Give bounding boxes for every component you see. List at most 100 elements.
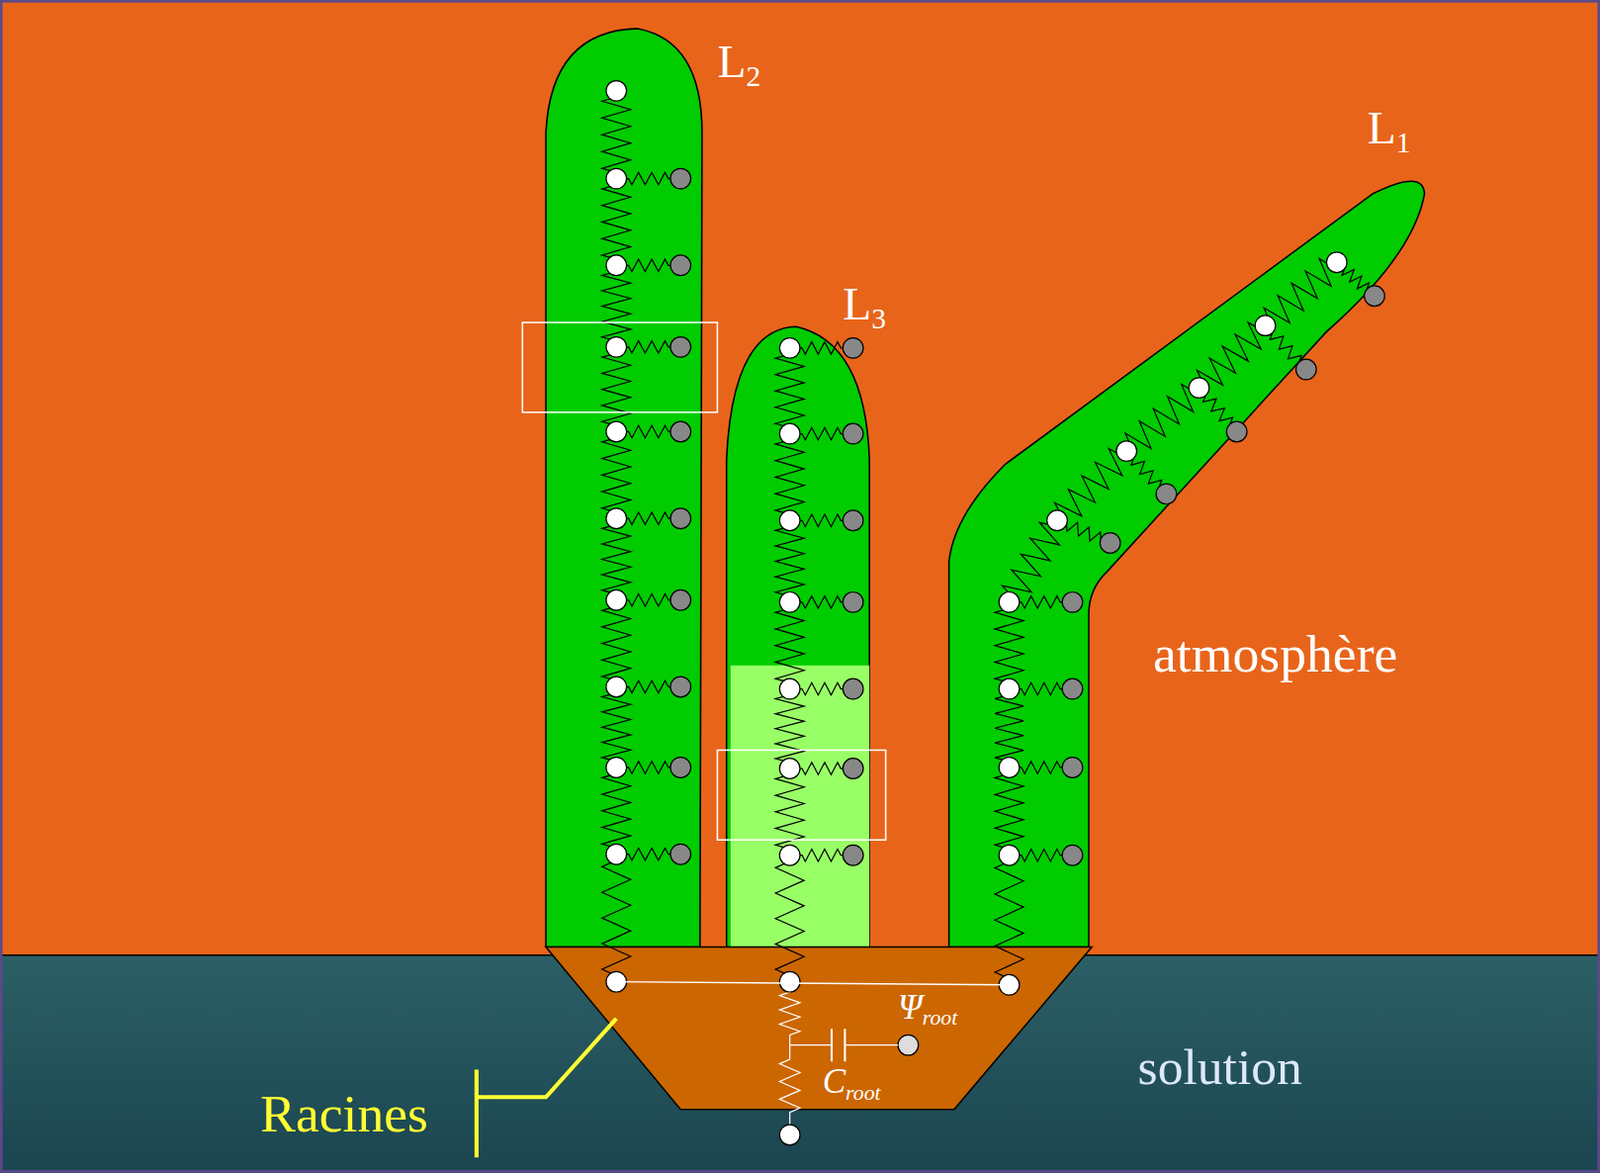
resistor-symbol [779, 1045, 800, 1128]
node-dot [606, 337, 627, 358]
node-dot [670, 421, 692, 443]
resistor-symbol [602, 686, 631, 768]
node-dot [998, 591, 1020, 613]
node-dot [606, 421, 627, 443]
leaf-l3 [726, 326, 870, 947]
resistor-symbol [602, 518, 631, 601]
node-dot [606, 168, 627, 189]
resistor-symbol [602, 767, 631, 855]
leaf-label: L1 [1367, 104, 1412, 159]
node-dot [1188, 377, 1210, 399]
node-dot [670, 843, 692, 865]
node-dot [670, 255, 692, 276]
node-dot [670, 757, 692, 779]
node-dot [670, 508, 692, 530]
resistor-symbol [1055, 448, 1128, 522]
resistor-symbol [602, 90, 631, 179]
node-dot [998, 678, 1020, 700]
highlight-zone [730, 665, 870, 948]
resistor-symbol [775, 348, 804, 435]
region-label: atmosphère [1153, 627, 1398, 682]
root-circuit [616, 981, 1009, 1062]
node-dot [842, 423, 864, 445]
node-dot [1326, 252, 1347, 273]
node-dot [779, 678, 800, 700]
resistor-symbol [602, 854, 631, 982]
text-wrap: solution [1138, 1041, 1303, 1093]
root-compartment: ΨrootCroot [545, 947, 1092, 1110]
resistor-symbol [994, 689, 1024, 768]
resistor-network [602, 81, 1385, 1146]
node-dot [1062, 678, 1083, 700]
node-dot [606, 757, 627, 779]
node-dot [606, 676, 627, 698]
leaf-l1 [949, 180, 1425, 947]
text-wrap: L1 [1367, 104, 1412, 159]
resistor-symbol [775, 602, 804, 690]
node-dot [1155, 483, 1177, 505]
node-dot [842, 338, 864, 359]
resistor-symbol [1002, 520, 1061, 603]
node-dot [998, 757, 1020, 779]
node-dot [842, 510, 864, 532]
node-dot [779, 844, 800, 866]
resistor-symbol [602, 600, 631, 688]
leaf-l2 [545, 28, 703, 948]
node-dot [779, 338, 800, 359]
leader-line [476, 1018, 617, 1157]
node-dot [1062, 844, 1083, 866]
resistor-symbol [602, 431, 631, 519]
region-label: solution [1138, 1041, 1303, 1093]
resistor-symbol [1196, 322, 1265, 388]
text-wrap: atmosphère [1153, 627, 1398, 682]
resistor-symbol [1125, 383, 1200, 451]
resistor-symbol [994, 855, 1024, 985]
node-dot [606, 589, 627, 611]
leaf-label: L3 [842, 280, 887, 335]
atmosphere-ground [0, 0, 1600, 956]
leaf: L1 [949, 168, 1425, 947]
circuit-symbol-label: Ψroot [897, 989, 958, 1030]
node-dot [779, 591, 800, 613]
resistor-symbol [775, 689, 804, 769]
leaf: L3 [726, 326, 870, 947]
root-trapezoid [545, 947, 1092, 1110]
node-dot [842, 844, 864, 866]
node-dot [897, 1034, 919, 1056]
node-dot [1099, 533, 1121, 554]
node-dot [606, 508, 627, 530]
resistor-symbol [1263, 259, 1337, 327]
resistor-symbol [775, 434, 804, 522]
resistor-symbol [775, 768, 804, 856]
text-wrap: L2 [716, 38, 761, 92]
resistor-symbol [775, 520, 804, 603]
medium-region: L2L3L1atmosphère [0, 0, 1600, 956]
node-dot [670, 676, 692, 698]
resistor-symbol [775, 855, 804, 982]
node-dot [606, 81, 627, 102]
node-dot [779, 971, 800, 992]
text-wrap: Racines [260, 1087, 429, 1142]
node-dot [842, 678, 864, 700]
node-dot [670, 337, 692, 358]
node-dot [998, 844, 1020, 866]
node-dot [779, 1124, 800, 1146]
resistor-symbol [994, 602, 1024, 690]
node-dot [670, 168, 692, 189]
node-dot [1296, 358, 1318, 380]
node-dot [779, 758, 800, 780]
node-dot [779, 423, 800, 445]
part-name: Racines [260, 1087, 429, 1142]
node-dot [779, 510, 800, 532]
node-dot [842, 591, 864, 613]
node-dot [1116, 441, 1138, 462]
resistor-symbol [602, 178, 631, 267]
text-wrap: Ψroot [897, 989, 958, 1030]
node-dot [1226, 421, 1247, 443]
selection-box [716, 749, 886, 840]
medium-region: ΨrootCrootsolution [0, 955, 1600, 1173]
resistor-symbol [994, 767, 1024, 856]
node-dot [1047, 510, 1068, 532]
